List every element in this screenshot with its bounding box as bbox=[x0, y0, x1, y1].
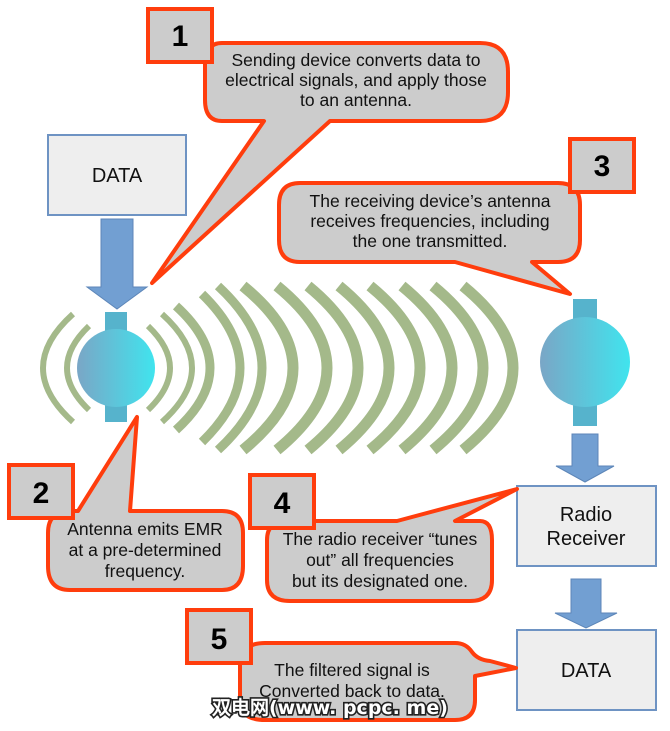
radio-wave-arc bbox=[429, 281, 489, 455]
step-1-callout: Sending device converts data to electric… bbox=[150, 41, 510, 285]
step-2-callout: Antenna emits EMR at a pre-determined fr… bbox=[46, 415, 245, 592]
receive-antenna-icon bbox=[540, 299, 630, 426]
step-1-text-line-2: electrical signals, and apply those bbox=[225, 70, 487, 90]
step-2-number: 2 bbox=[33, 477, 50, 510]
step-4-text-line-2: out” all frequencies bbox=[306, 550, 454, 570]
step-5-text-line-1: The filtered signal is bbox=[274, 660, 430, 680]
radio-wave-arc bbox=[304, 281, 364, 455]
transmit-antenna-icon bbox=[77, 312, 155, 422]
arrow-down-icon bbox=[554, 578, 618, 629]
radio-wave-arc bbox=[239, 281, 299, 455]
radio-wave-arc bbox=[335, 281, 395, 455]
step-4-text-line-3: but its designated one. bbox=[292, 571, 468, 591]
radio-receiver-label-line1: Radio bbox=[560, 504, 612, 526]
radio-wave-arc bbox=[64, 323, 92, 413]
output-data-box: DATA bbox=[516, 629, 657, 711]
step-5-callout: The filtered signal is Converted back to… bbox=[238, 641, 518, 722]
step-5-number: 5 bbox=[211, 623, 228, 656]
step-2-text-line-1: Antenna emits EMR bbox=[67, 519, 223, 539]
output-data-label: DATA bbox=[561, 660, 612, 682]
radio-receiver-label-line2: Receiver bbox=[547, 528, 626, 550]
step-1-number-badge: 1 bbox=[146, 7, 214, 64]
step-2-number-badge: 2 bbox=[7, 463, 75, 520]
radio-wave-arc bbox=[366, 281, 426, 455]
step-3-text-line-1: The receiving device’s antenna bbox=[310, 191, 551, 211]
step-3-number: 3 bbox=[594, 150, 611, 183]
step-1-text-line-1: Sending device converts data to bbox=[231, 50, 480, 70]
radio-receiver-box: Radio Receiver bbox=[516, 485, 657, 567]
radio-wave-arc bbox=[159, 311, 195, 425]
step-4-number-badge: 4 bbox=[248, 473, 316, 530]
arrow-down-icon bbox=[85, 218, 149, 310]
arrow-down-icon bbox=[555, 433, 615, 483]
radio-wave-arc bbox=[198, 290, 245, 446]
radio-wave-arc bbox=[214, 282, 267, 454]
step-4-callout: The radio receiver “tunes out” all frequ… bbox=[265, 487, 519, 603]
step-1-number: 1 bbox=[172, 20, 189, 53]
source-data-box: DATA bbox=[47, 134, 187, 216]
step-3-number-badge: 3 bbox=[568, 137, 636, 194]
step-1-text-line-3: to an antenna. bbox=[300, 90, 412, 110]
source-data-label: DATA bbox=[92, 165, 143, 187]
radio-wave-arc bbox=[398, 281, 458, 455]
step-5-number-badge: 5 bbox=[185, 608, 253, 665]
radio-wave-arc bbox=[273, 281, 333, 455]
radio-wave-arc bbox=[145, 323, 173, 413]
step-5-text-line-2: Converted back to data. bbox=[259, 681, 445, 701]
step-3-text-line-2: receives frequencies, including bbox=[310, 211, 549, 231]
step-2-text-line-2: at a pre-determined bbox=[69, 540, 222, 560]
radio-wave-arc bbox=[459, 281, 519, 455]
step-2-text-line-3: frequency. bbox=[105, 561, 185, 581]
radio-waves-icon bbox=[40, 281, 519, 455]
radio-wave-arc bbox=[40, 311, 76, 425]
watermark-text: 双电网(www. pcpc. me) bbox=[212, 696, 448, 719]
step-3-callout: The receiving device’s antenna receives … bbox=[277, 181, 582, 296]
radio-wave-arc bbox=[172, 302, 215, 434]
step-4-number: 4 bbox=[274, 487, 291, 520]
step-3-text-line-3: the one transmitted. bbox=[353, 231, 508, 251]
step-4-text-line-1: The radio receiver “tunes bbox=[283, 529, 478, 549]
